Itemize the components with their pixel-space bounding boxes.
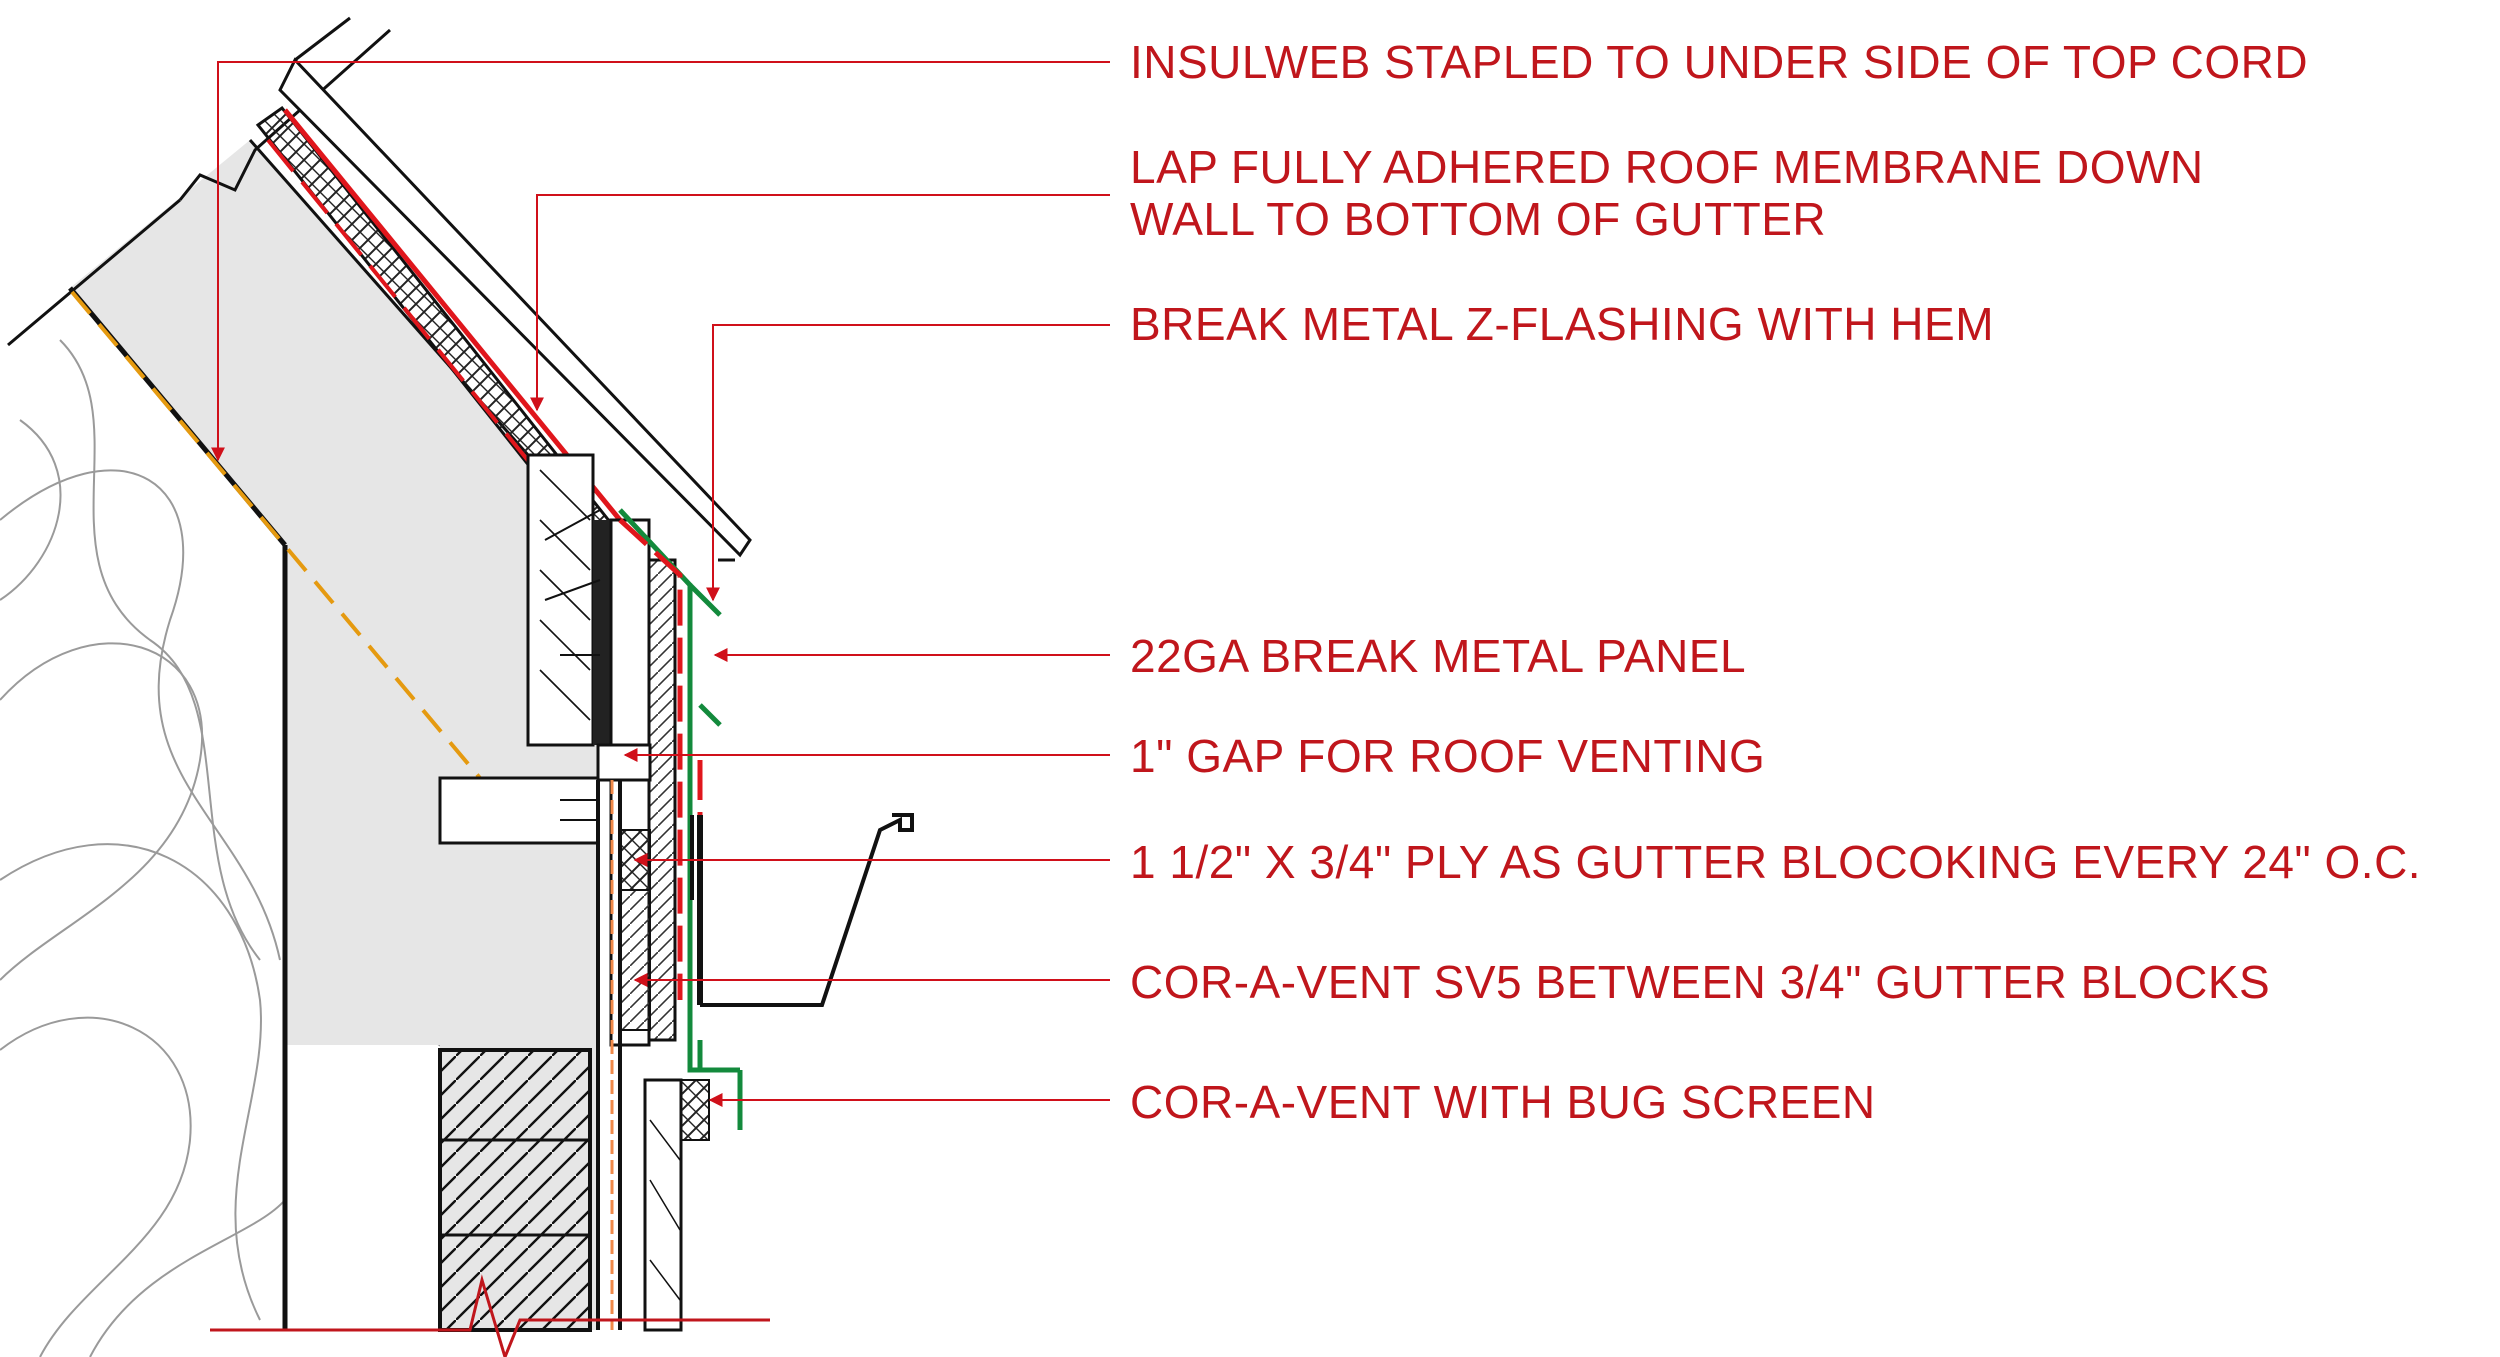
label-gutter-blocking: 1 1/2" X 3/4" PLY AS GUTTER BLOCOKING EV… [1130,836,2421,888]
label-roof-venting-gap: 1" GAP FOR ROOF VENTING [1130,730,1765,782]
label-z-flashing: BREAK METAL Z-FLASHING WITH HEM [1130,298,1994,350]
label-break-metal-panel: 22GA BREAK METAL PANEL [1130,630,1746,682]
label-roof-membrane: LAP FULLY ADHERED ROOF MEMBRANE DOWN WAL… [1130,141,2217,245]
fascia-assembly [438,453,710,1332]
batt-insulation [0,339,501,1357]
label-bug-screen-vent: COR-A-VENT WITH BUG SCREEN [1130,1076,1876,1128]
label-sv5-vent: COR-A-VENT SV5 BETWEEN 3/4" GUTTER BLOCK… [1130,956,2270,1008]
annotation-labels: INSULWEB STAPLED TO UNDER SIDE OF TOP CO… [1130,36,2421,1128]
label-insulweb: INSULWEB STAPLED TO UNDER SIDE OF TOP CO… [1130,36,2308,88]
section-cut-line [210,1274,770,1357]
gutter [690,813,914,1007]
leader-lines [211,61,1110,1107]
